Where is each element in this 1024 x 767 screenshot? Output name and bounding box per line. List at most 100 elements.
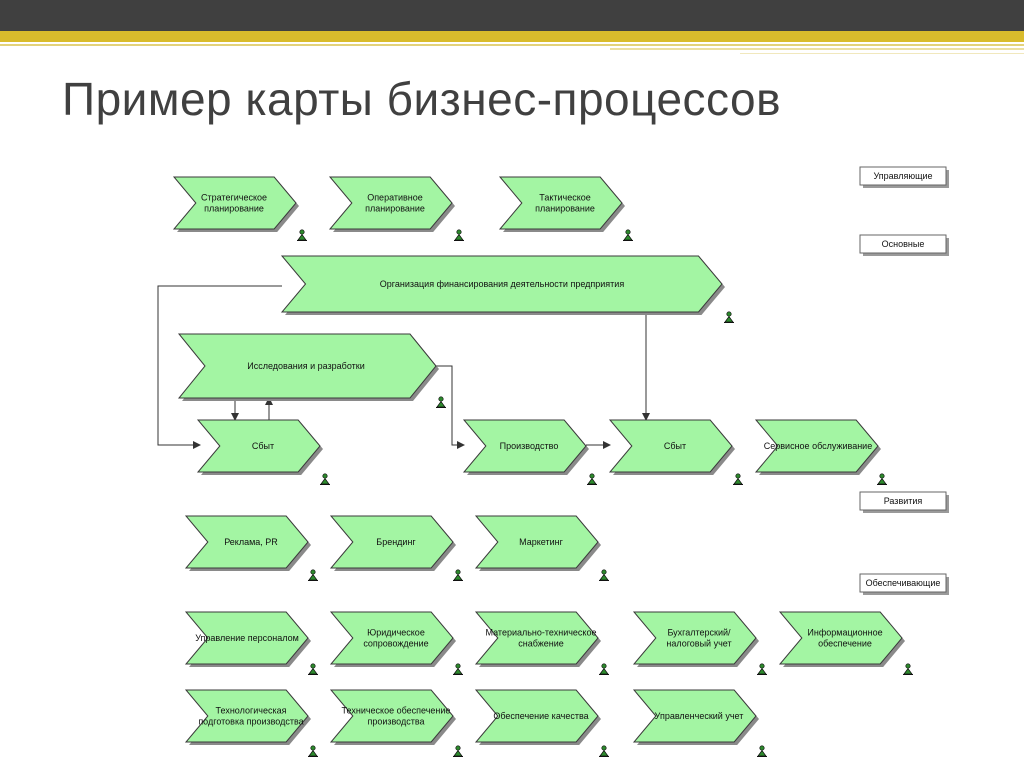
owner-person-icon (453, 663, 463, 675)
owner-person-icon (757, 663, 767, 675)
process-shape (474, 515, 599, 569)
top-gold-band (0, 31, 1024, 42)
process-label: производства (367, 717, 424, 727)
process-shape (632, 611, 757, 665)
process-shape (184, 515, 309, 569)
process-label: планирование (365, 204, 425, 214)
process-shape (172, 176, 297, 230)
category-label: Управляющие (873, 171, 932, 181)
top-dark-band (0, 0, 1024, 31)
owner-person-icon (436, 396, 446, 408)
process-label: Брендинг (376, 537, 416, 547)
process-label: Реклама, PR (224, 537, 278, 547)
process-shape (184, 689, 309, 743)
category-label: Основные (882, 239, 925, 249)
process-label: планирование (535, 204, 595, 214)
category-managing: Управляющие (859, 166, 949, 188)
process-label: планирование (204, 204, 264, 214)
process-sales2: Сбыт (608, 419, 743, 485)
owner-person-icon (308, 663, 318, 675)
process-ads: Реклама, PR (184, 515, 318, 581)
owner-person-icon (733, 473, 743, 485)
process-research: Исследования и разработки (177, 333, 446, 408)
owner-person-icon (724, 311, 734, 323)
process-label: Организация финансирования деятельности … (380, 279, 625, 289)
owner-person-icon (587, 473, 597, 485)
owner-person-icon (308, 745, 318, 757)
process-mgmtacc: Управленческий учет (632, 689, 767, 757)
page-title: Пример карты бизнес-процессов (62, 73, 782, 125)
process-shape (498, 176, 623, 230)
owner-person-icon (599, 663, 609, 675)
process-shape (280, 255, 723, 313)
process-label: Обеспечение качества (493, 711, 588, 721)
owner-person-icon (297, 229, 307, 241)
process-shape (474, 689, 599, 743)
process-label: обеспечение (818, 639, 872, 649)
gold-rule-shorter (740, 53, 1024, 54)
category-label: Обеспечивающие (866, 578, 941, 588)
process-label: Технологическая (216, 706, 287, 716)
process-label: Оперативное (367, 193, 423, 203)
process-financing: Организация финансирования деятельности … (280, 255, 734, 323)
category-labels: УправляющиеОсновныеРазвитияОбеспечивающи… (859, 166, 949, 595)
owner-person-icon (453, 745, 463, 757)
process-shape (754, 419, 879, 473)
process-label: сопровождение (363, 639, 428, 649)
process-shape (632, 689, 757, 743)
category-support: Обеспечивающие (859, 573, 949, 595)
category-core: Основные (859, 234, 949, 256)
owner-person-icon (599, 569, 609, 581)
process-label: Исследования и разработки (247, 361, 364, 371)
connectors (157, 285, 650, 449)
process-shape (329, 611, 454, 665)
process-label: Техническое обеспечение (342, 706, 451, 716)
owner-person-icon (308, 569, 318, 581)
process-shape (329, 515, 454, 569)
process-shape (177, 333, 437, 399)
process-shape (608, 419, 733, 473)
process-label: Производство (500, 441, 559, 451)
owner-person-icon (757, 745, 767, 757)
process-hr: Управление персоналом (184, 611, 318, 675)
owner-person-icon (903, 663, 913, 675)
process-label: Информационное (807, 628, 882, 638)
process-label: Материально-техническое (486, 628, 597, 638)
gold-rule-short (610, 48, 1024, 50)
category-development: Развития (859, 491, 949, 513)
process-shape (196, 419, 321, 473)
process-sales1: Сбыт (196, 419, 330, 485)
process-label: Сбыт (252, 441, 274, 451)
process-shape (474, 611, 599, 665)
owner-person-icon (877, 473, 887, 485)
process-shape (462, 419, 587, 473)
process-label: Управление персоналом (195, 633, 299, 643)
process-accounting: Бухгалтерский/налоговый учет (632, 611, 767, 675)
process-shape (328, 176, 453, 230)
process-production: Производство (462, 419, 597, 485)
owner-person-icon (320, 473, 330, 485)
connector-finance-to-sales (157, 285, 282, 449)
category-label: Развития (884, 496, 923, 506)
process-label: налоговый учет (666, 639, 731, 649)
process-label: Управленческий учет (655, 711, 744, 721)
owner-person-icon (623, 229, 633, 241)
owner-person-icon (453, 569, 463, 581)
process-marketing: Маркетинг (474, 515, 609, 581)
process-label: снабжение (518, 639, 564, 649)
process-label: Стратегическое (201, 193, 267, 203)
owner-person-icon (454, 229, 464, 241)
process-shape (778, 611, 903, 665)
process-branding: Брендинг (329, 515, 463, 581)
process-label: Сервисное обслуживание (764, 441, 872, 451)
process-label: Бухгалтерский/ (667, 628, 731, 638)
